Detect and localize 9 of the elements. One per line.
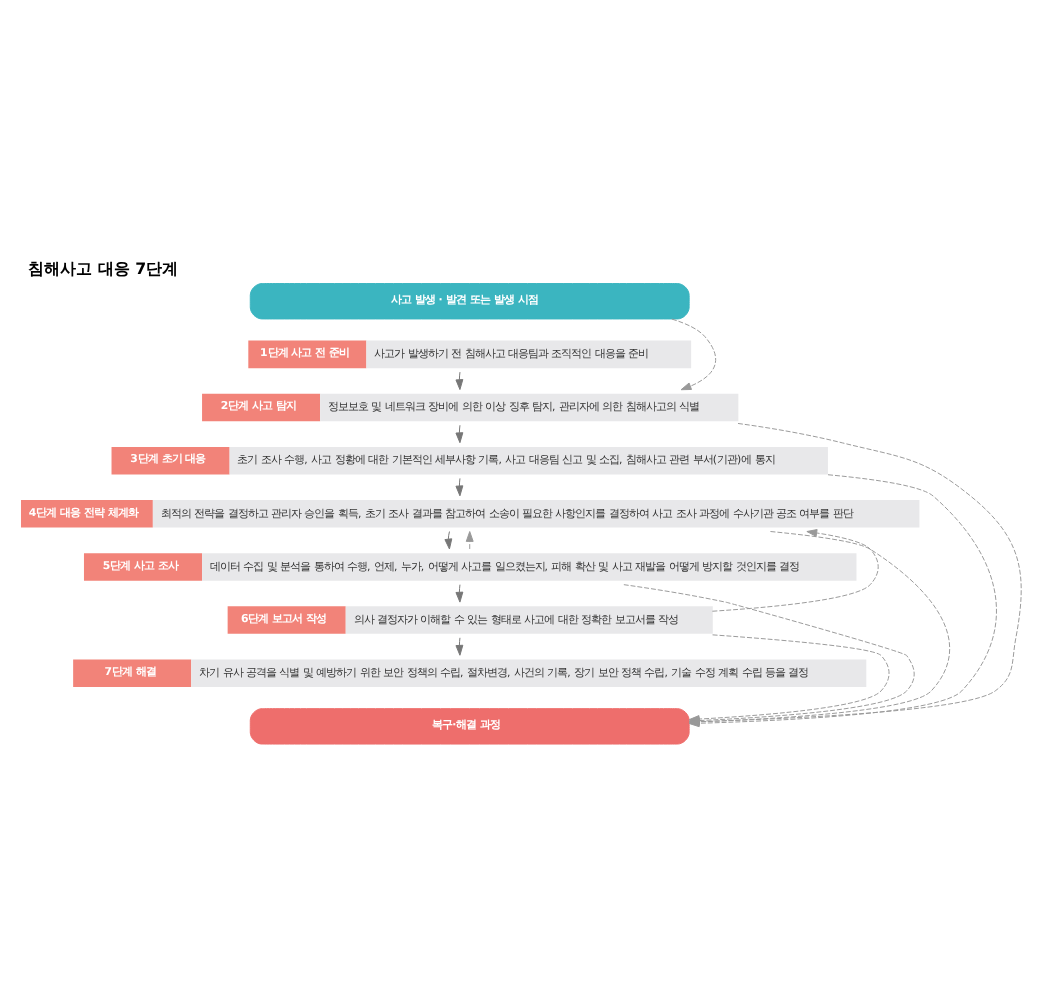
arrow xyxy=(711,528,879,611)
arrow xyxy=(465,530,474,549)
arrow xyxy=(455,476,464,496)
arrow xyxy=(455,583,464,602)
arrow xyxy=(455,423,464,443)
arrow xyxy=(444,530,453,549)
arrow xyxy=(671,317,717,390)
arrow xyxy=(455,370,464,390)
arrow xyxy=(455,636,464,655)
